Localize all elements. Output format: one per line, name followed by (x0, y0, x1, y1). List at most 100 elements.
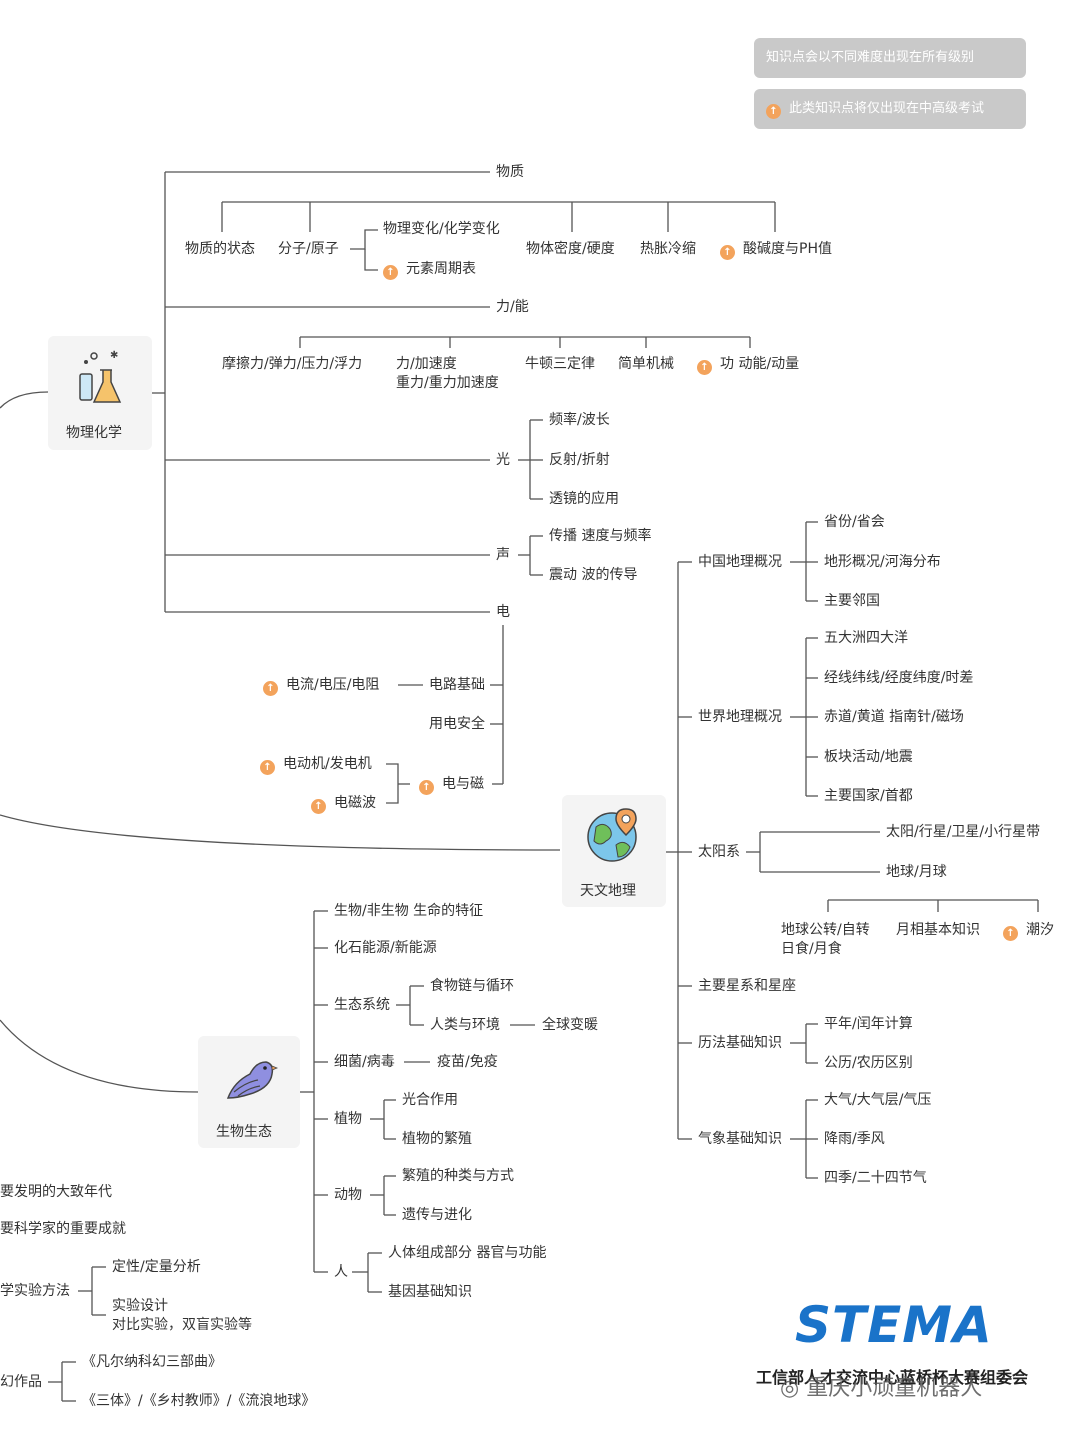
node-longitude: 经线纬线/经度纬度/时差 (824, 670, 974, 686)
node-equator: 赤道/黄道 指南针/磁场 (824, 709, 964, 725)
node-freq: 频率/波长 (549, 412, 610, 428)
node-wave: ↑ 电磁波 (311, 794, 376, 814)
node-vibration: 震动 波的传导 (549, 567, 638, 583)
node-rotation-line2: 日食/月食 (781, 941, 842, 957)
up-arrow-icon: ↑ (383, 265, 398, 280)
node-motor: ↑ 电动机/发电机 (260, 755, 372, 775)
node-scifi: 幻作品 (0, 1374, 42, 1390)
flask-icon: ✱ (79, 350, 122, 403)
node-scientist: 要科学家的重要成就 (0, 1221, 126, 1237)
node-circuit: 电路基础 (429, 677, 485, 693)
node-human: 人 (334, 1264, 348, 1280)
node-accel-line1: 力/加速度 (396, 356, 457, 372)
node-terrain: 地形概况/河海分布 (824, 554, 941, 570)
wechat-icon: ◎ (780, 1376, 807, 1401)
node-motor-text: 电动机/发电机 (283, 756, 372, 772)
node-ph-text: 酸碱度与PH值 (743, 241, 832, 257)
wechat-watermark-text: 重庆小顽童机器人 (806, 1376, 983, 1401)
bio-hub (198, 1036, 300, 1148)
svg-text:✱: ✱ (110, 350, 118, 361)
node-verne: 《凡尔纳科幻三部曲》 (82, 1354, 222, 1370)
node-bacteria: 细菌/病毒 (334, 1054, 395, 1070)
node-invention: 要发明的大致年代 (0, 1184, 112, 1200)
node-works: 《三体》/《乡村教师》/《流浪地球》 (82, 1393, 316, 1409)
node-force: 力/能 (496, 299, 529, 315)
up-arrow-icon: ↑ (697, 360, 712, 375)
node-plant-repro: 植物的繁殖 (402, 1131, 472, 1147)
node-propagation: 传播 速度与频率 (549, 528, 652, 544)
node-neighbor: 主要邻国 (824, 593, 880, 609)
node-vaccine: 疫苗/免疫 (437, 1054, 498, 1070)
node-density: 物体密度/硬度 (526, 241, 615, 257)
node-periodic-text: 元素周期表 (406, 261, 476, 277)
node-stars: 主要星系和星座 (698, 978, 796, 994)
node-world: 世界地理概况 (698, 709, 782, 725)
node-magnet: ↑ 电与磁 (419, 775, 484, 795)
up-arrow-icon: ↑ (419, 780, 434, 795)
node-quant: 定性/定量分析 (112, 1259, 201, 1275)
node-animal-repro: 繁殖的种类与方式 (402, 1168, 514, 1184)
legend-advanced-text: 此类知识点将仅出现在中高级考试 (789, 101, 985, 116)
up-arrow-icon: ↑ (766, 104, 781, 119)
astro-hub-label: 天文地理 (580, 883, 636, 899)
node-matter: 物质 (496, 164, 524, 180)
node-body: 人体组成部分 器官与功能 (388, 1245, 547, 1261)
node-elec: 电 (496, 604, 510, 620)
node-rotation-line1: 地球公转/自转 (781, 922, 870, 938)
node-magnet-text: 电与磁 (442, 776, 484, 792)
node-design-line1: 实验设计 (112, 1298, 168, 1314)
node-weather: 气象基础知识 (698, 1131, 782, 1147)
node-tide-text: 潮汐 (1026, 922, 1054, 938)
node-province: 省份/省会 (824, 514, 885, 530)
node-change: 物理变化/化学变化 (383, 221, 500, 237)
node-human-env: 人类与环境 (430, 1017, 500, 1033)
node-warming: 全球变暖 (542, 1017, 598, 1033)
physics-hub: ✱ (48, 336, 152, 450)
node-china: 中国地理概况 (698, 554, 782, 570)
node-design-line2: 对比实验，双盲实验等 (112, 1317, 252, 1333)
up-arrow-icon: ↑ (720, 245, 735, 260)
node-photo: 光合作用 (402, 1092, 458, 1108)
node-seasons: 四季/二十四节气 (824, 1170, 927, 1186)
node-earth-moon: 地球/月球 (886, 864, 947, 880)
node-calendar: 历法基础知识 (698, 1035, 782, 1051)
node-design: 实验设计对比实验，双盲实验等 (112, 1297, 252, 1335)
node-food-chain: 食物链与循环 (430, 978, 514, 994)
organizer-text: 工信部人才交流中心蓝桥杯大赛组委会 (756, 1368, 1029, 1387)
node-plate: 板块活动/地震 (824, 749, 913, 765)
node-light: 光 (496, 452, 510, 468)
node-planets: 太阳/行星/卫星/小行星带 (886, 824, 1041, 840)
node-safety: 用电安全 (429, 716, 485, 732)
node-method: 学实验方法 (0, 1283, 70, 1299)
node-accel-line2: 重力/重力加速度 (396, 375, 499, 391)
up-arrow-icon: ↑ (311, 799, 326, 814)
node-life: 生物/非生物 生命的特征 (334, 903, 484, 919)
node-molecule: 分子/原子 (278, 241, 339, 257)
node-tide: ↑潮汐 (1003, 921, 1054, 941)
node-continents: 五大洲四大洋 (824, 630, 908, 646)
astro-hub (562, 795, 666, 907)
node-leap: 平年/闰年计算 (824, 1016, 913, 1032)
node-solar: 太阳系 (698, 844, 740, 860)
node-reflect: 反射/折射 (549, 452, 610, 468)
node-rain: 降雨/季风 (824, 1131, 885, 1147)
globe-icon (587, 808, 637, 862)
node-current: ↑电流/电压/电阻 (263, 676, 379, 696)
node-moon-phase: 月相基本知识 (896, 922, 980, 938)
node-energy: 化石能源/新能源 (334, 940, 437, 956)
node-wave-text: 电磁波 (334, 795, 376, 811)
up-arrow-icon: ↑ (260, 760, 275, 775)
node-eco: 生态系统 (334, 997, 390, 1013)
node-periodic: ↑ 元素周期表 (383, 260, 476, 280)
node-atmosphere: 大气/大气层/气压 (824, 1092, 932, 1108)
node-heredity: 遗传与进化 (402, 1207, 472, 1223)
node-plant: 植物 (334, 1111, 362, 1127)
stema-logo: STEMA (795, 1296, 993, 1354)
node-matter-state: 物质的状态 (185, 241, 255, 257)
node-work-text: 功 动能/动量 (720, 356, 800, 372)
node-current-text: 电流/电压/电阻 (286, 677, 380, 693)
node-expansion: 热胀冷缩 (640, 241, 696, 257)
node-countries: 主要国家/首都 (824, 788, 913, 804)
bird-icon (226, 1061, 278, 1099)
